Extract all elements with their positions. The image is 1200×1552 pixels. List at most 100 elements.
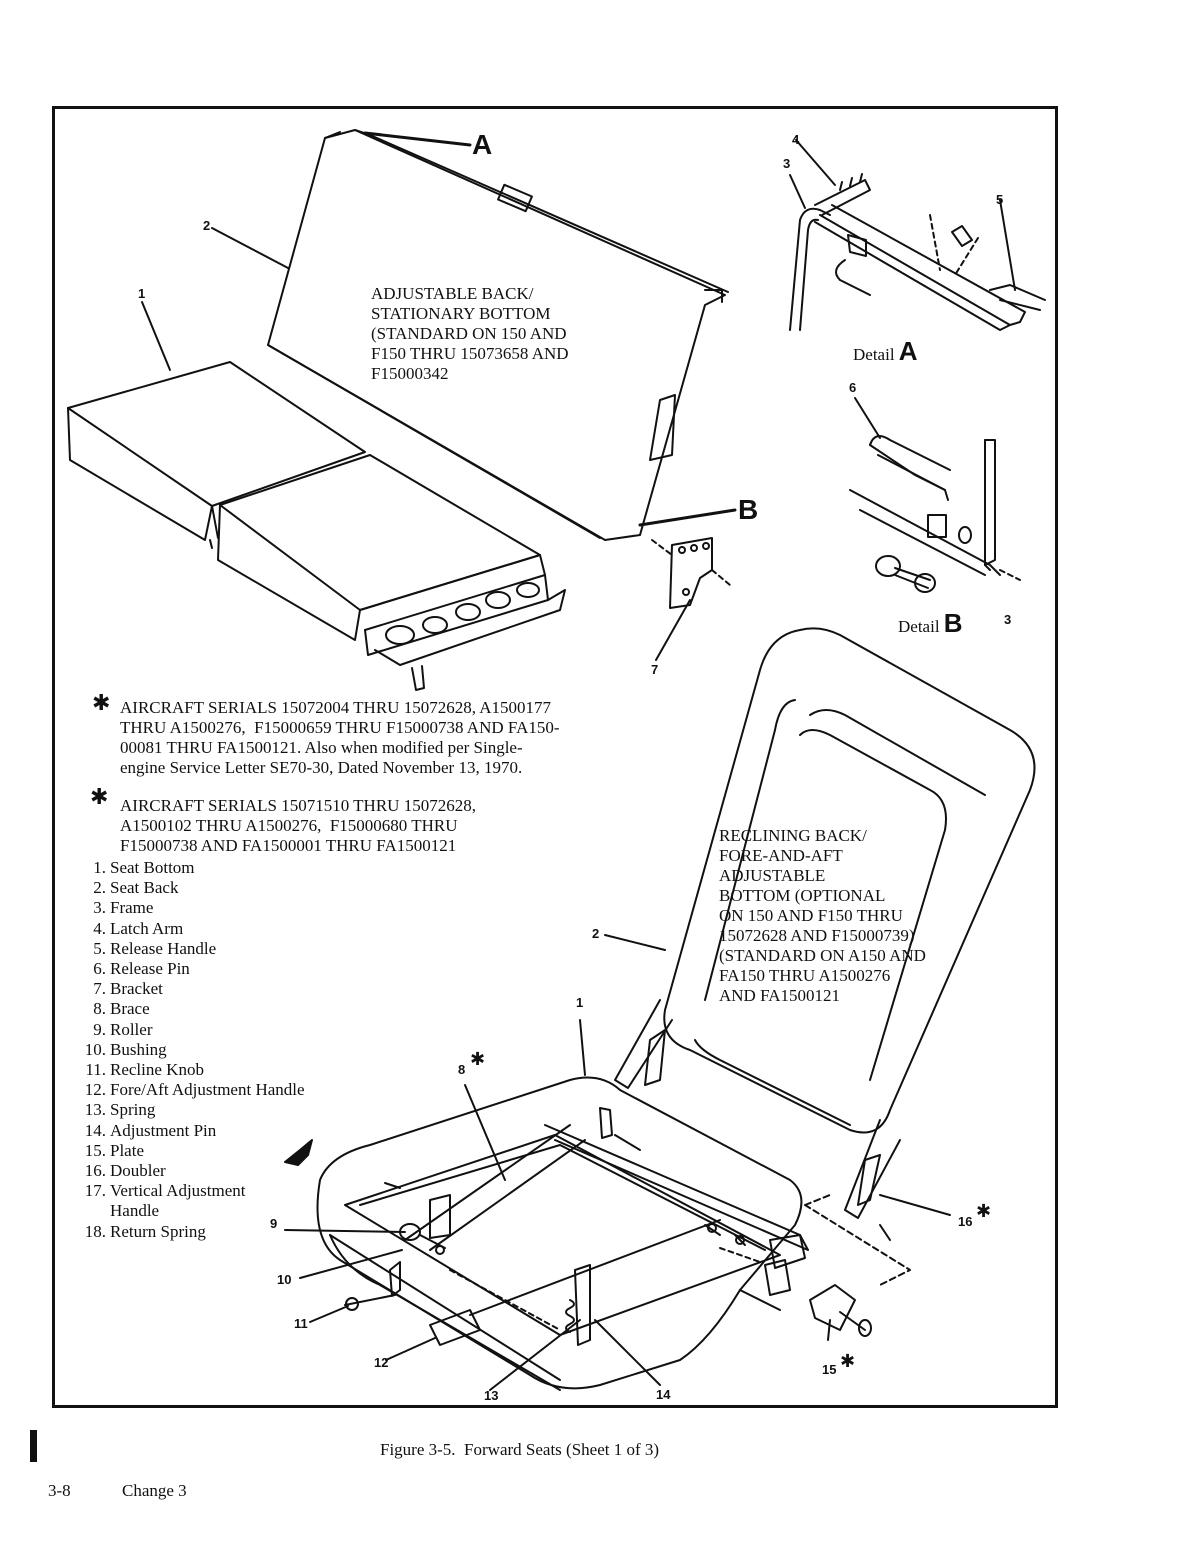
- note-2-star-icon: ✱: [90, 785, 109, 810]
- legend-number: 13.: [84, 1100, 106, 1120]
- legend-label: Latch Arm: [110, 918, 184, 938]
- legend-item: 5.Release Handle: [70, 939, 305, 959]
- callout-a: A: [472, 129, 493, 160]
- legend-item: 7.Bracket: [70, 979, 305, 999]
- legend-label: Release Handle: [110, 938, 217, 958]
- callout-15-star-icon: ✱: [840, 1351, 856, 1372]
- callout-5: 5: [996, 192, 1004, 207]
- legend-label: Doubler: [110, 1161, 166, 1181]
- callout-1-upper: 1: [138, 286, 146, 301]
- legend-label: Release Pin: [110, 959, 190, 979]
- callout-12: 12: [374, 1355, 389, 1370]
- legend-number: 10.: [84, 1039, 106, 1059]
- upper-seat-back: [267, 129, 729, 541]
- note-1: AIRCRAFT SERIALS 15072004 THRU 15072628,…: [120, 698, 560, 777]
- callout-9: 9: [270, 1216, 278, 1231]
- legend-label: Recline Knob: [110, 1060, 204, 1080]
- lower-seat-bottom: [316, 1076, 911, 1391]
- detail-a-letter: A: [898, 336, 918, 366]
- callout-14: 14: [656, 1387, 671, 1402]
- legend-number: 17.: [84, 1181, 106, 1201]
- legend-item: 2.Seat Back: [70, 878, 305, 898]
- callout-3-detail-a: 3: [783, 156, 791, 171]
- legend-item: 4.Latch Arm: [70, 919, 305, 939]
- legend-number: 1.: [93, 858, 106, 877]
- callout-15: 15: [822, 1362, 837, 1377]
- legend-label: Frame: [110, 898, 154, 918]
- legend-item: 10.Bushing: [70, 1040, 305, 1060]
- legend-item: 11.Recline Knob: [70, 1060, 305, 1080]
- legend-number: 16.: [84, 1161, 106, 1181]
- legend-item: 9.Roller: [70, 1020, 305, 1040]
- legend-number: 5.: [93, 938, 106, 958]
- lower-seat-back: [614, 627, 1036, 1219]
- callout-7: 7: [651, 662, 659, 677]
- callout-3-detail-b: 3: [1004, 612, 1012, 627]
- figure-frame: [52, 106, 1058, 1408]
- callout-16-star-icon: ✱: [976, 1201, 992, 1222]
- callout-2-upper: 2: [203, 218, 211, 233]
- callout-6: 6: [849, 380, 857, 395]
- callout-16: 16: [958, 1214, 973, 1229]
- legend-label: Return Spring: [110, 1221, 206, 1241]
- legend-label: Fore/Aft Adjustment Handle: [110, 1080, 305, 1100]
- legend-item: 16.Doubler: [70, 1161, 305, 1181]
- legend-label: Seat Bottom: [110, 858, 195, 877]
- legend-label: Roller: [110, 1019, 153, 1039]
- legend-item: 13.Spring: [70, 1100, 305, 1120]
- legend-item: 14.Adjustment Pin: [70, 1121, 305, 1141]
- legend-number: 8.: [93, 999, 106, 1019]
- legend-label: Vertical Adjustment Handle: [110, 1181, 246, 1221]
- callout-b: B: [738, 494, 759, 525]
- bracket-7: [651, 537, 731, 609]
- legend-label: Spring: [110, 1100, 156, 1120]
- detail-a-label: Detail A: [853, 336, 918, 367]
- legend-item: 12.Fore/Aft Adjustment Handle: [70, 1080, 305, 1100]
- callout-2-lower: 2: [592, 926, 600, 941]
- note-1-star-icon: ✱: [92, 691, 111, 716]
- lower-seat-title: RECLINING BACK/ FORE-AND-AFT ADJUSTABLE …: [719, 826, 926, 1005]
- upper-seat-title: ADJUSTABLE BACK/ STATIONARY BOTTOM (STAN…: [371, 284, 569, 383]
- legend-label: Brace: [110, 999, 150, 1019]
- legend-label: Seat Back: [110, 878, 179, 898]
- legend-number: 18.: [84, 1221, 106, 1241]
- legend-label: Adjustment Pin: [110, 1120, 217, 1140]
- pointer-hand-icon: [284, 1139, 313, 1166]
- legend-item: 6.Release Pin: [70, 959, 305, 979]
- detail-b-text: Detail: [898, 617, 940, 636]
- legend-number: 3.: [93, 898, 106, 918]
- legend-item: 17.Vertical Adjustment Handle: [70, 1181, 305, 1221]
- detail-b-drawing: [849, 397, 1021, 593]
- legend-number: 11.: [85, 1060, 106, 1080]
- legend-item: 15.Plate: [70, 1141, 305, 1161]
- note-2: AIRCRAFT SERIALS 15071510 THRU 15072628,…: [120, 796, 476, 855]
- page-number: 3-8: [48, 1481, 71, 1500]
- callout-11: 11: [294, 1316, 308, 1331]
- legend-number: 9.: [93, 1019, 106, 1039]
- legend-item: 3.Frame: [70, 898, 305, 918]
- callout-4: 4: [792, 132, 800, 147]
- legend-number: 14.: [84, 1120, 106, 1140]
- figure-caption: Figure 3-5. Forward Seats (Sheet 1 of 3): [380, 1440, 660, 1459]
- legend-number: 12.: [84, 1080, 106, 1100]
- legend-label: Plate: [110, 1140, 144, 1160]
- legend-item: 1.Seat Bottom: [70, 858, 305, 878]
- detail-a-drawing: [789, 139, 1046, 331]
- change-bar: [30, 1430, 37, 1462]
- callout-8: 8: [458, 1062, 466, 1077]
- legend-label: Bracket: [110, 979, 163, 999]
- legend-number: 2.: [93, 878, 106, 898]
- legend-item: 8.Brace: [70, 999, 305, 1019]
- detail-b-letter: B: [943, 608, 963, 638]
- callout-8-star-icon: ✱: [470, 1049, 486, 1070]
- detail-a-text: Detail: [853, 345, 895, 364]
- legend-number: 15.: [84, 1140, 106, 1160]
- upper-seat-bottom: [67, 361, 566, 691]
- legend-number: 6.: [93, 959, 106, 979]
- legend-label: Bushing: [110, 1039, 167, 1059]
- legend-item: 18.Return Spring: [70, 1222, 305, 1242]
- callout-13: 13: [484, 1388, 499, 1403]
- legend-number: 7.: [93, 979, 106, 999]
